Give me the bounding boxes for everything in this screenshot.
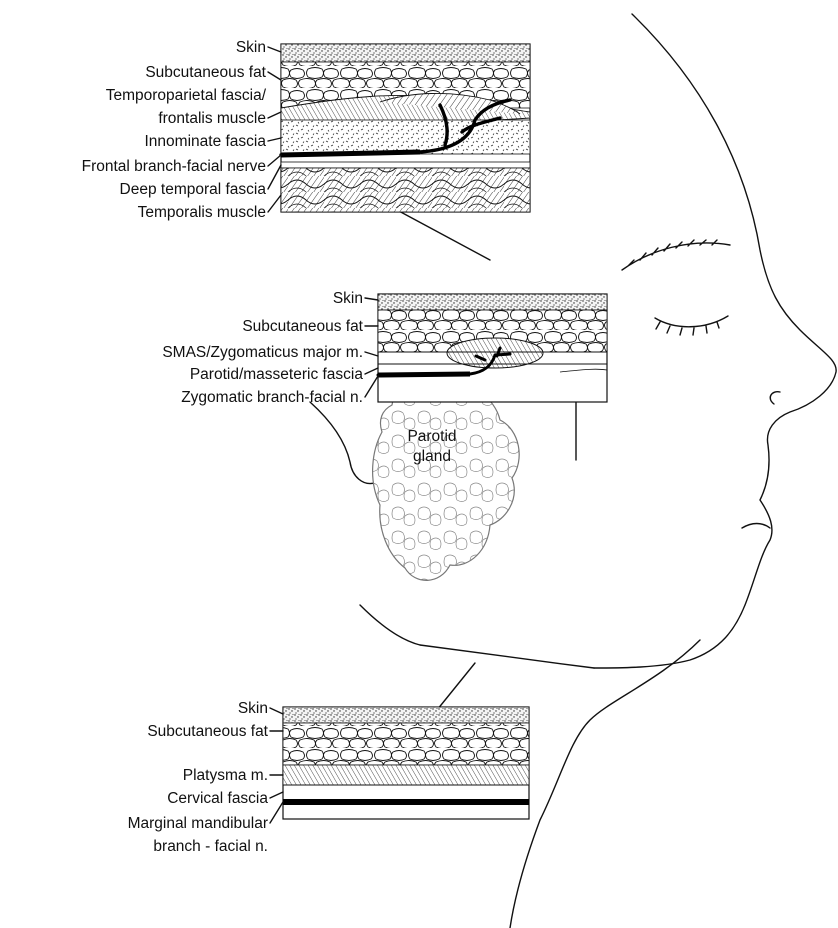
label-temporalis-muscle: Temporalis muscle: [138, 204, 266, 221]
label-frontal-branch-facial-nerve: Frontal branch-facial nerve: [82, 158, 266, 175]
zygomatic-skin-layer: [378, 294, 607, 310]
label-deep-temporal-fascia: Deep temporal fascia: [120, 181, 267, 198]
label-cervical-subcutaneous-fat: Subcutaneous fat: [147, 723, 268, 740]
zygomatic-layer-panel: [378, 294, 607, 402]
platysma-muscle-layer: [283, 765, 529, 785]
nostril: [770, 392, 780, 404]
temporal-skin-layer: [281, 44, 530, 62]
label-marginal-mandibular-line1: Marginal mandibular: [128, 815, 268, 832]
mouth: [742, 524, 770, 529]
label-cervical-fascia: Cervical fascia: [167, 790, 268, 807]
cervical-layer-panel: [283, 707, 529, 819]
label-parotid-masseteric-fascia: Parotid/masseteric fascia: [190, 366, 364, 383]
zygomatic-label-leaders: [365, 298, 378, 397]
label-platysma: Platysma m.: [183, 767, 268, 784]
neck-back-line: [420, 645, 594, 668]
innominate-fascia-layer: [281, 120, 530, 154]
closed-eye: [655, 316, 728, 335]
frontal-branch-nerve-trunk: [281, 152, 420, 155]
label-zygomatic-subcutaneous-fat: Subcutaneous fat: [242, 318, 363, 335]
label-temporal-skin: Skin: [236, 39, 266, 56]
zygomatic-branch-nerve-trunk: [378, 374, 470, 375]
label-cervical-skin: Skin: [238, 700, 268, 717]
parotid-gland-label-line1: Parotid: [407, 428, 456, 445]
label-zygomatic-branch-facial-n: Zygomatic branch-facial n.: [181, 389, 363, 406]
temporal-pointer-line: [397, 210, 490, 260]
cervical-pointer-line: [437, 663, 475, 710]
label-zygomatic-skin: Skin: [333, 290, 363, 307]
cervical-skin-layer: [283, 707, 529, 723]
zygomatic-panel-labels: Skin Subcutaneous fat SMAS/Zygomaticus m…: [162, 290, 378, 406]
neck-front-line: [510, 640, 700, 928]
jaw-lower-line: [360, 605, 420, 645]
cervical-label-leaders: [270, 708, 283, 823]
label-innominate-fascia: Innominate fascia: [145, 133, 267, 150]
face-outline: [594, 14, 836, 668]
parotid-gland-label-line2: gland: [413, 448, 451, 465]
label-frontalis-muscle: frontalis muscle: [158, 110, 266, 127]
temporalis-muscle-layer: [281, 168, 530, 212]
temporal-panel-labels: Skin Subcutaneous fat Temporoparietal fa…: [82, 39, 281, 221]
cervical-fat-layer: [283, 723, 529, 765]
zygomaticus-major-muscle: [447, 338, 543, 368]
eyebrow: [622, 240, 730, 270]
parotid-gland-shape: [373, 379, 520, 581]
deep-temporal-fascia-layer: [281, 162, 530, 168]
label-marginal-mandibular-line2: branch - facial n.: [153, 838, 268, 855]
cervical-panel-labels: Skin Subcutaneous fat Platysma m. Cervic…: [128, 700, 283, 855]
ear-outline: [310, 402, 378, 484]
temporal-layer-panel: [281, 44, 530, 212]
marginal-mandibular-nerve: [283, 799, 529, 805]
temporal-label-leaders: [268, 47, 281, 212]
parotid-gland: [373, 379, 520, 581]
label-temporoparietal-fascia: Temporoparietal fascia/: [106, 87, 267, 104]
label-temporal-subcutaneous-fat: Subcutaneous fat: [145, 64, 266, 81]
label-smas-zygomaticus-major: SMAS/Zygomaticus major m.: [162, 344, 363, 361]
